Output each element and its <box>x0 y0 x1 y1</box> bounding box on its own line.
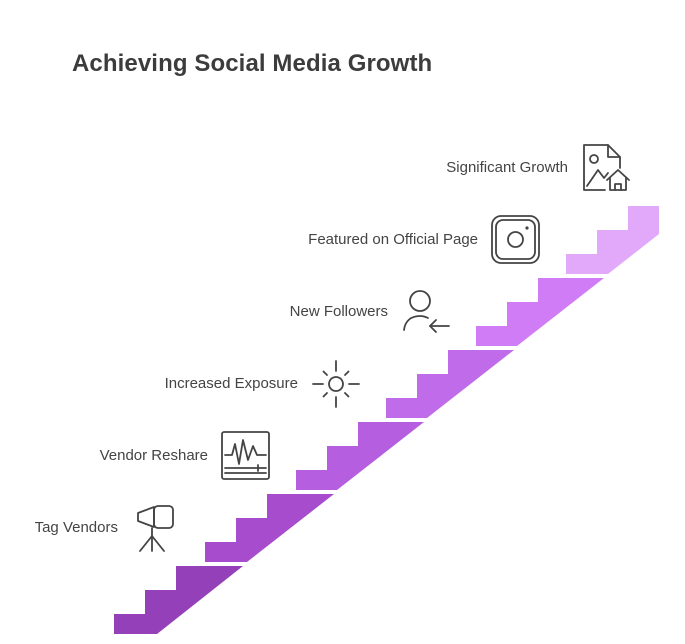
step-label-new-followers: New Followers <box>289 303 388 320</box>
sun-icon <box>310 358 362 410</box>
step-label-increased-exposure: Increased Exposure <box>164 375 298 392</box>
stair-segment-4 <box>386 350 514 418</box>
step-label-featured-on-official-page: Featured on Official Page <box>308 231 478 248</box>
step-label-significant-growth: Significant Growth <box>446 159 568 176</box>
image-house-icon <box>580 142 632 194</box>
step-label-vendor-reshare: Vendor Reshare <box>99 447 208 464</box>
user-follow-icon <box>400 286 452 338</box>
instagram-icon <box>490 214 542 266</box>
stair-segment-3 <box>296 422 424 490</box>
stair-segment-2 <box>205 494 334 562</box>
diagram-title: Achieving Social Media Growth <box>72 50 433 77</box>
camera-on-tripod-icon <box>130 502 180 554</box>
stair-segment-6 <box>566 206 659 274</box>
stair-segment-1 <box>114 566 243 634</box>
stair-segment-5 <box>476 278 604 346</box>
step-label-tag-vendors: Tag Vendors <box>34 519 118 536</box>
activity-chart-icon <box>220 430 272 482</box>
